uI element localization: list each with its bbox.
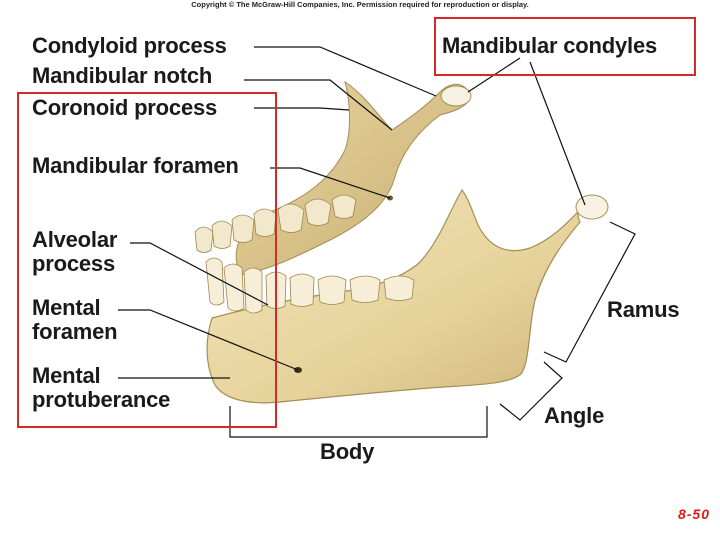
upper-far-teeth: [194, 194, 357, 253]
label-mandibular-notch: Mandibular notch: [32, 63, 213, 88]
highlight-box-condyles: [434, 17, 696, 76]
copyright-notice: Copyright © The McGraw-Hill Companies, I…: [191, 0, 529, 9]
label-mental-foramen: Mental foramen: [32, 295, 118, 344]
leader-coronoid: [254, 107, 350, 111]
leader-mental-foramen: [118, 309, 299, 371]
near-condyle: [575, 194, 609, 220]
label-mental-protuberance: Mental protuberance: [32, 363, 171, 412]
label-coronoid-process: Coronoid process: [32, 95, 218, 120]
bracket-angle: [499, 361, 563, 421]
label-body: Body: [320, 439, 375, 464]
label-alveolar-process: Alveolar process: [32, 227, 118, 276]
label-angle: Angle: [544, 403, 605, 428]
leader-condyles-2: [529, 61, 586, 206]
leader-condyloid: [254, 46, 437, 97]
leader-alveolar: [130, 242, 269, 306]
label-ramus: Ramus: [607, 297, 680, 322]
bracket-body: [229, 406, 488, 438]
highlight-box-left: [17, 92, 277, 428]
leader-mand-foramen: [270, 167, 391, 199]
slide-number: 8-50: [677, 506, 710, 522]
bracket-ramus: [543, 221, 636, 363]
label-condyloid-process: Condyloid process: [32, 33, 227, 58]
lower-near-teeth: [205, 257, 415, 314]
leader-notch: [244, 79, 393, 131]
label-mandibular-condyles: Mandibular condyles: [442, 33, 658, 58]
label-mandibular-foramen: Mandibular foramen: [32, 153, 239, 178]
far-condyle: [440, 85, 472, 107]
